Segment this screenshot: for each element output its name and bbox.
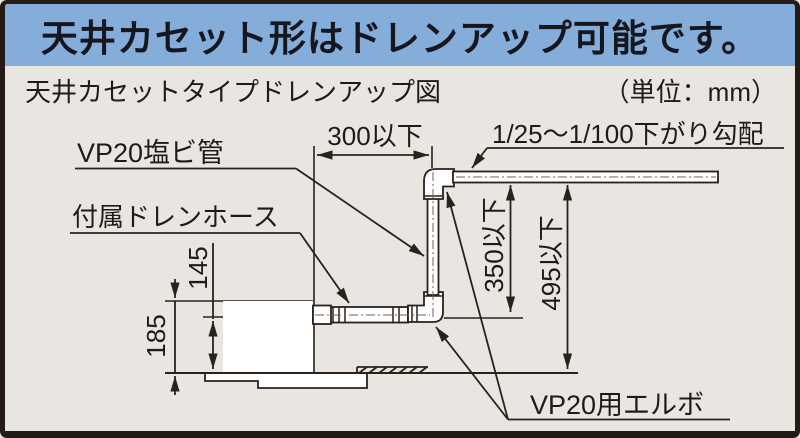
dim-145-label: 145 [183,246,213,289]
pipe-label: VP20塩ビ管 [77,138,224,168]
pipe-label-leader [295,167,425,257]
slope-label: 1/25～1/100下がり勾配 [492,119,764,149]
upper-elbow [423,168,455,200]
hatch-stroke [358,366,368,374]
hatch-stroke [418,366,428,374]
hose-label-leader [299,232,350,304]
diagram-caption: 天井カセットタイプドレンアップ図 [25,76,442,107]
leader-lines [70,147,784,421]
dim-185-label: 185 [141,314,171,357]
dim-300-label: 300以下 [327,121,422,151]
elbow-label-leader-upper [446,191,509,420]
hatch-stroke [368,366,378,374]
pipe-centerlines [315,172,716,320]
indoor-unit-body [223,301,313,373]
dimension-lines [170,150,573,395]
hose-label: 付属ドレンホース [72,202,279,232]
piping [312,168,719,325]
slope-label-leader [471,147,488,169]
ceiling-panel [204,372,368,389]
header-band: 天井カセット形はドレンアップ可能です。 [5,4,795,66]
elbow-label: VP20用エルボ [530,390,704,420]
dim-495-label: 495以下 [536,215,566,310]
hatch-stroke [408,366,418,374]
hatch-stroke [388,366,398,374]
ceiling-section-hatch [356,366,428,374]
hatch-stroke [378,366,388,374]
unit-note: （単位：mm） [603,76,777,107]
hatch-stroke [398,366,408,374]
page-title: 天井カセット形はドレンアップ可能です。 [40,18,760,59]
sloped-drain-pipe [452,170,719,184]
dim-350-label: 350以下 [479,197,509,292]
elbow-label-leader-lower [435,326,509,421]
subtitle-row: 天井カセットタイプドレンアップ図 （単位：mm） [5,73,795,107]
